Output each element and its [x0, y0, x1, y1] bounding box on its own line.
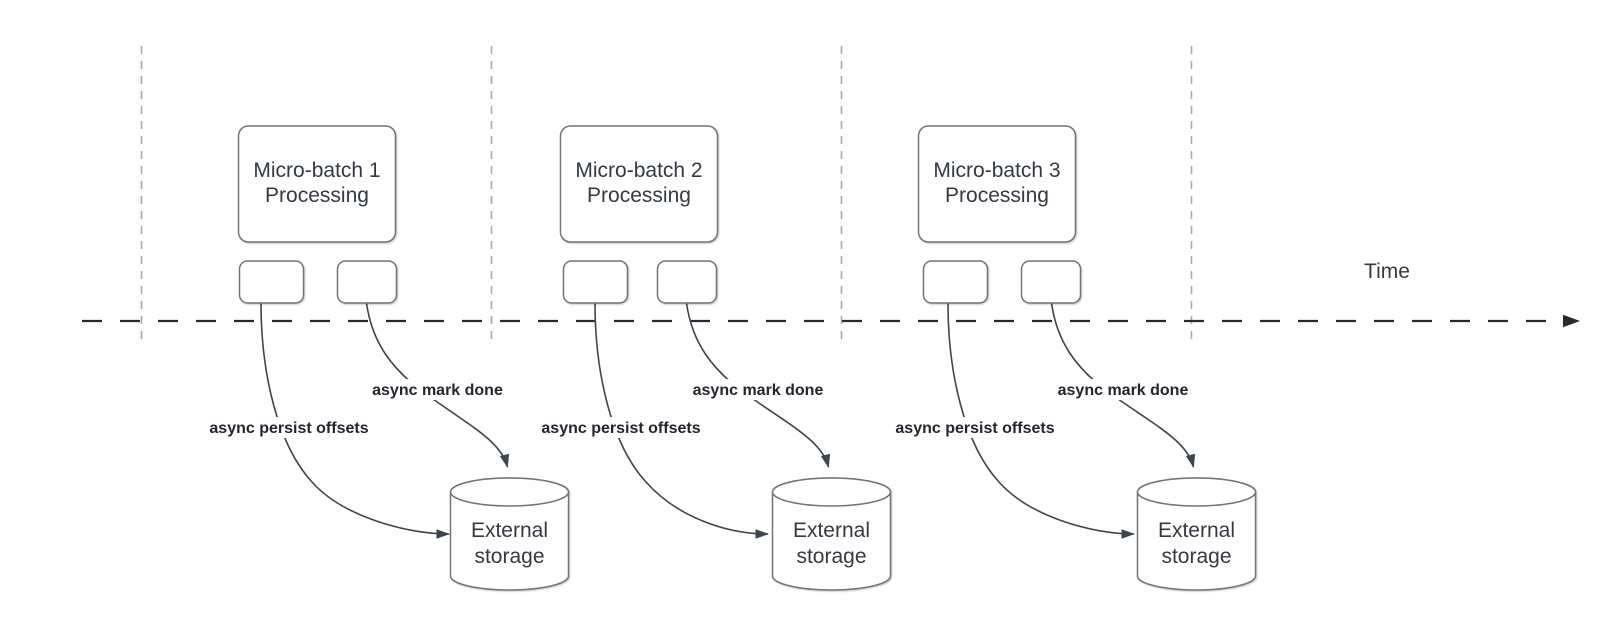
- external-storage-label-line2: storage: [1161, 545, 1231, 568]
- persist-offsets-label: async persist offsets: [209, 420, 368, 437]
- mark-done-label: async mark done: [693, 382, 824, 399]
- processing-box: [559, 125, 719, 243]
- processing-box-label-line2: Processing: [265, 184, 369, 207]
- processing-box-label-line1: Micro-batch 1: [253, 159, 380, 182]
- processing-box-label-line1: Micro-batch 3: [933, 159, 1060, 182]
- mark-done-label: async mark done: [1058, 382, 1189, 399]
- external-storage-label-line1: External: [1158, 519, 1235, 542]
- processing-box: [237, 125, 397, 243]
- external-storage-label-line2: storage: [474, 545, 544, 568]
- processing-box-label-line1: Micro-batch 2: [575, 159, 702, 182]
- persist-offsets-label: async persist offsets: [895, 420, 1054, 437]
- sub-task-box-left: [922, 260, 989, 304]
- sub-task-box-right: [656, 260, 718, 304]
- persist-offsets-label: async persist offsets: [541, 420, 700, 437]
- persist-offsets-arrow: [947, 302, 1135, 539]
- label-background: [364, 379, 511, 400]
- cylinder-top: [771, 477, 892, 507]
- processing-box: [917, 125, 1077, 243]
- external-storage-cylinder: External storage: [1136, 477, 1257, 591]
- cylinder-top: [449, 477, 570, 507]
- sub-task-box-left: [238, 260, 305, 304]
- external-storage-label-line2: storage: [796, 545, 866, 568]
- external-storage-cylinder: External storage: [771, 477, 892, 591]
- time-axis-label: Time: [1364, 260, 1410, 283]
- label-background: [685, 379, 831, 400]
- cylinder-top: [1136, 477, 1257, 507]
- sub-task-box-right: [1020, 260, 1082, 304]
- external-storage-cylinder: External storage: [449, 477, 570, 591]
- persist-offsets-arrow: [260, 302, 450, 539]
- microbatch-group-1: Micro-batch 1 Processing async persist o…: [200, 125, 570, 591]
- sub-task-box-right: [336, 260, 398, 304]
- label-background: [886, 417, 1064, 438]
- external-storage-label-line1: External: [471, 519, 548, 542]
- processing-box-label-line2: Processing: [945, 184, 1049, 207]
- label-background: [1050, 379, 1196, 400]
- time-axis-arrowhead-icon: [1563, 314, 1580, 328]
- microbatch-group-2: Micro-batch 2 Processing async persist o…: [532, 125, 892, 591]
- external-storage-label-line1: External: [793, 519, 870, 542]
- mark-done-label: async mark done: [372, 382, 503, 399]
- sub-task-box-left: [562, 260, 629, 304]
- microbatch-group-3: Micro-batch 3 Processing async persist o…: [886, 125, 1257, 591]
- label-background: [200, 417, 378, 438]
- label-background: [532, 417, 710, 438]
- processing-box-label-line2: Processing: [587, 184, 691, 207]
- persist-offsets-arrow: [594, 302, 769, 539]
